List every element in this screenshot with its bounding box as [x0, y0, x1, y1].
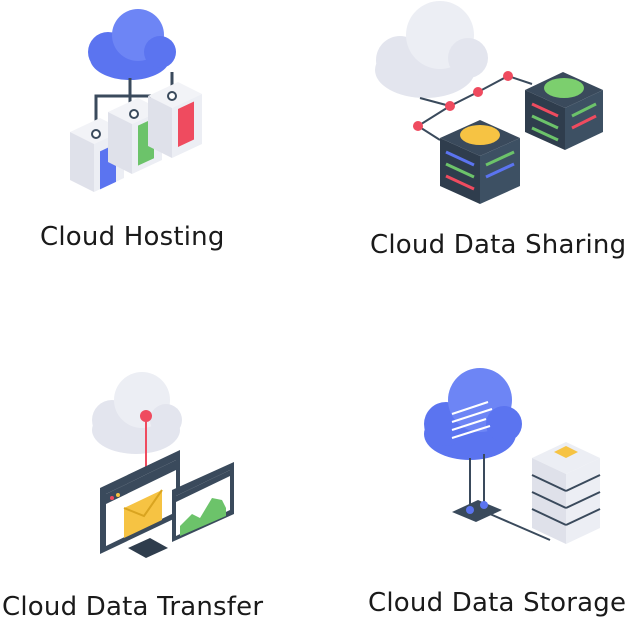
server-icon-red — [148, 82, 202, 158]
server-stack-icon-yellow — [440, 120, 520, 204]
cloud-data-transfer-illustration — [92, 372, 234, 558]
cloud-icon — [375, 1, 488, 98]
chart-panel-icon — [172, 462, 234, 542]
cloud-data-transfer-tile: Cloud Data Transfer — [0, 330, 320, 622]
cloud-hosting-tile: Cloud Hosting — [0, 0, 300, 300]
document-lines-icon — [451, 401, 493, 439]
cloud-data-sharing-illustration — [375, 1, 603, 204]
path-node-icons — [413, 71, 513, 131]
cloud-icon — [424, 368, 522, 460]
cloud-icon — [92, 372, 182, 454]
cloud-hosting-illustration — [70, 9, 202, 192]
cloud-icon — [88, 9, 176, 80]
cloud-data-transfer-label: Cloud Data Transfer — [2, 592, 264, 622]
cloud-data-storage-label: Cloud Data Storage — [368, 588, 627, 618]
connector-base-icon — [452, 500, 502, 522]
server-stack-icon-green — [525, 72, 603, 150]
cloud-data-storage-illustration — [424, 368, 601, 544]
server-tower-icon — [531, 442, 601, 544]
envelope-icon — [123, 489, 163, 538]
cloud-hosting-label: Cloud Hosting — [40, 222, 225, 252]
location-pin-icon — [140, 410, 152, 422]
cloud-data-storage-tile: Cloud Data Storage — [320, 330, 640, 620]
cloud-data-sharing-tile: Cloud Data Sharing — [320, 0, 640, 300]
cloud-data-sharing-label: Cloud Data Sharing — [370, 230, 627, 260]
